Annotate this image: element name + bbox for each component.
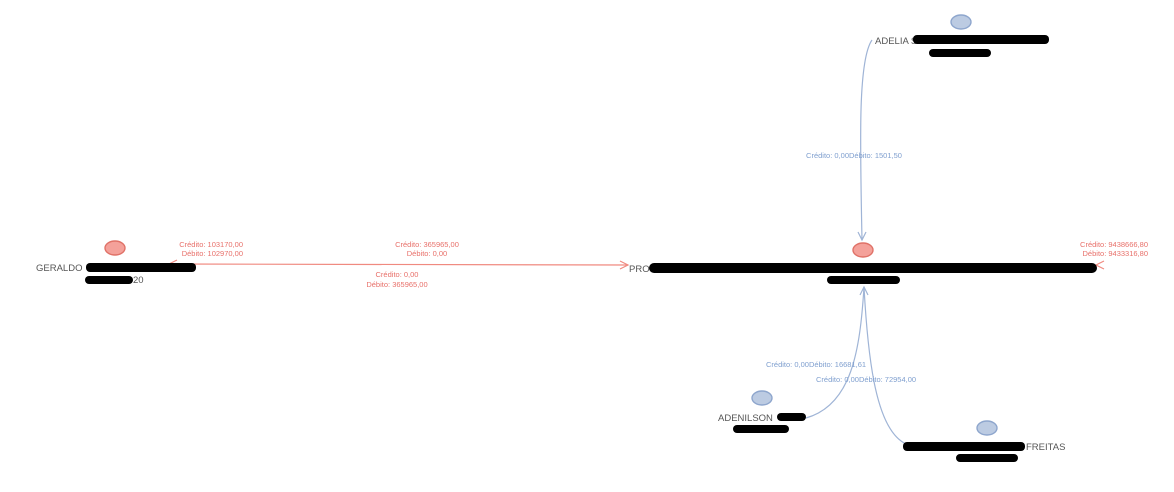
redacted-id	[929, 49, 991, 57]
node-pro-label: PRO	[629, 264, 650, 275]
edge-freitas-pro[interactable]	[863, 286, 907, 445]
edge-freitas-pro-label: Crédito: 0,00Débito: 72954,00	[816, 375, 916, 384]
redacted-id	[956, 454, 1018, 462]
node-geraldo[interactable]	[104, 240, 126, 256]
edge-adenilson-pro-label: Crédito: 0,00Débito: 16681,61	[766, 360, 866, 369]
node-geraldo-sublabel: 20	[133, 275, 144, 286]
edge-geraldo-pro-debit: Débito: 0,00	[407, 249, 447, 258]
redacted-id	[827, 276, 900, 284]
node-adenilson-label: ADENILSON	[718, 413, 773, 424]
edge-adelia-pro[interactable]	[859, 39, 873, 241]
geraldo-debit-label: Débito: 102970,00	[182, 249, 243, 258]
node-adelia-label: ADELIA S	[875, 36, 917, 47]
arrowhead-left-icon	[1094, 260, 1105, 270]
node-adenilson[interactable]	[751, 390, 773, 406]
edge-labels: Crédito: 103170,00 Débito: 102970,00 Cré…	[179, 151, 1148, 384]
edge-pro-geraldo-debit: Débito: 365965,00	[366, 280, 427, 289]
redacted-name	[913, 35, 1049, 44]
redacted-name	[777, 413, 806, 421]
edge-geraldo-pro[interactable]	[169, 263, 629, 266]
redacted-name	[903, 442, 1025, 451]
nodes: ADELIA S GERALDO 20 PRO ADENILSON FREITA…	[36, 14, 1097, 462]
node-freitas-label: FREITAS	[1026, 442, 1065, 453]
node-pro[interactable]	[852, 242, 874, 258]
node-geraldo-label: GERALDO	[36, 263, 82, 274]
arrowhead-right-icon	[619, 260, 630, 270]
edge-pro-geraldo-credit: Crédito: 0,00	[376, 270, 419, 279]
node-adelia[interactable]	[950, 14, 972, 30]
redacted-name	[86, 263, 196, 272]
redacted-id	[733, 425, 789, 433]
edge-adenilson-pro[interactable]	[805, 286, 865, 419]
node-freitas[interactable]	[976, 420, 998, 436]
edges	[167, 39, 1105, 445]
redacted-name	[649, 263, 1097, 273]
edge-adelia-pro-label: Crédito: 0,00Débito: 1501,50	[806, 151, 902, 160]
edge-geraldo-pro-credit: Crédito: 365965,00	[395, 240, 459, 249]
geraldo-credit-label: Crédito: 103170,00	[179, 240, 243, 249]
pro-credit-label: Crédito: 9438666,80	[1080, 240, 1148, 249]
pro-debit-label: Débito: 9433316,80	[1083, 249, 1148, 258]
redacted-id	[85, 276, 133, 284]
arrowhead-down-icon	[857, 231, 867, 242]
